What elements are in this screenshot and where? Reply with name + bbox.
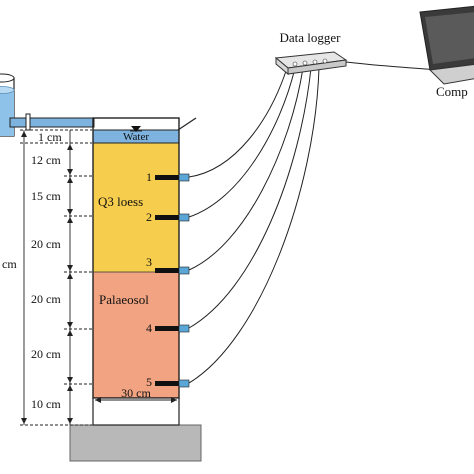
dim-total: cm [2,257,17,271]
q3-loess-layer [93,143,179,272]
sensors: 1 2 3 4 5 [146,170,190,389]
palaeosol-label: Palaeosol [99,292,149,307]
dim-15cm: 15 cm [31,189,61,203]
sensor-cables [188,67,320,384]
dim-10cm: 10 cm [31,397,61,411]
computer-label: Comp [436,84,468,99]
q3-loess-label: Q3 loess [98,194,143,209]
sensor-label: 2 [146,210,152,224]
water-layer [93,130,179,143]
dimension-labels: 1 cm 12 cm 15 cm 20 cm 20 cm 20 cm 10 cm… [2,130,62,411]
data-logger: Data logger [274,30,348,76]
sensor-3: 3 [146,255,190,275]
dim-water: 1 cm [38,130,62,144]
sensor-4: 4 [146,321,190,335]
soil-column [92,117,197,399]
data-logger-label: Data logger [279,30,341,45]
width-dimension: 30 cm [95,386,177,403]
column-base [69,424,202,462]
water-level-marker [131,126,141,132]
dim-20cm-c: 20 cm [31,347,61,361]
logger-computer-cable [345,61,441,71]
palaeosol-layer [93,272,179,398]
width-label: 30 cm [121,386,151,400]
sensor-1: 1 [146,170,190,184]
height-dimensions [20,129,92,426]
dim-20cm-b: 20 cm [31,292,61,306]
dim-20cm-a: 20 cm [31,237,61,251]
sensor-label: 3 [146,255,152,269]
sensor-label: 1 [146,170,152,184]
dimension-arrows [21,131,73,424]
sensor-2: 2 [146,210,190,224]
sensor-label: 4 [146,321,152,335]
dim-12cm: 12 cm [31,153,61,167]
laptop-icon: Comp [419,5,474,99]
sensor-5: 5 [146,375,190,389]
water-label: Water [123,131,149,143]
supply-pipe [9,113,95,131]
sensor-label: 5 [146,375,152,389]
